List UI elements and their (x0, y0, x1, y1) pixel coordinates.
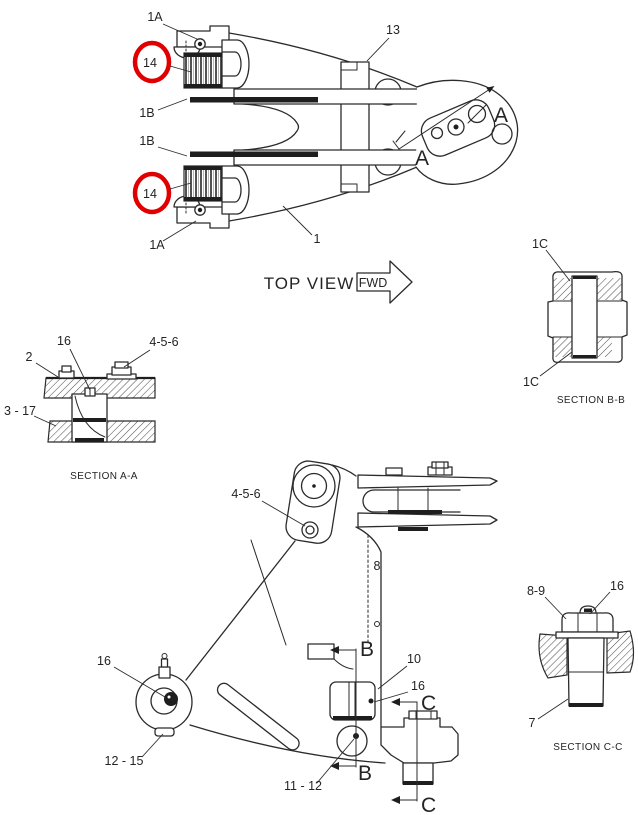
section-line-b-b (330, 646, 357, 770)
callout-1b-lower: 1B (139, 134, 154, 148)
section-cc-drawing (538, 605, 635, 707)
section-bb-caption: SECTION B-B (557, 395, 625, 406)
callout-16-aa: 16 (57, 334, 71, 348)
section-letter-a-left: A (415, 147, 429, 170)
top-view-title-group: TOP VIEW FWD (264, 260, 413, 304)
callout-4-5-6-aa: 4-5-6 (149, 335, 178, 349)
callout-4-5-6-side: 4-5-6 (231, 487, 260, 501)
callout-1a-bottom: 1A (149, 238, 165, 252)
callout-3-17: 3 - 17 (4, 404, 36, 418)
callout-2: 2 (26, 350, 33, 364)
callout-16-cc: 16 (610, 579, 624, 593)
side-view-drawing (135, 460, 498, 804)
callout-8: 8 (374, 559, 381, 573)
highlight-circle-14-bottom (132, 171, 172, 215)
link-plate-10 (329, 681, 376, 721)
fastener-dot-16 (368, 698, 374, 704)
lightening-slot (216, 682, 300, 751)
callout-12-15: 12 - 15 (105, 754, 144, 768)
fwd-arrow-icon (356, 260, 413, 304)
nut (561, 605, 614, 633)
bushing-bore (571, 275, 598, 359)
section-letter-b-top: B (360, 638, 374, 661)
section-bb-callouts: 1C 1C SECTION B-B (523, 237, 625, 406)
callout-1: 1 (314, 232, 321, 246)
callout-10: 10 (407, 652, 421, 666)
side-clevis (357, 461, 498, 531)
side-view-callouts: 4-5-6 8 16 12 - 15 11 - 12 10 16 B B C C (97, 487, 436, 815)
callout-16-side-right: 16 (411, 679, 425, 693)
callout-16-side-left: 16 (97, 654, 111, 668)
callout-1c-top: 1C (532, 237, 548, 251)
grease-fitting (158, 666, 171, 679)
section-letter-a-right: A (494, 104, 508, 127)
section-cc-caption: SECTION C-C (553, 742, 622, 753)
top-view-caption: TOP VIEW (264, 274, 355, 293)
section-line-c-c (391, 698, 418, 804)
section-letter-b-bottom: B (358, 762, 372, 785)
callout-1c-bottom: 1C (523, 375, 539, 389)
bolt-small (58, 365, 75, 379)
top-view-callouts: 1A 14 1B 1B 14 1A 13 1 A A (132, 10, 508, 252)
callout-7: 7 (529, 716, 536, 730)
side-notch-tab (307, 643, 335, 660)
highlight-circle-14-top (132, 40, 172, 84)
fwd-arrow-label: FWD (359, 276, 387, 290)
section-letter-c-bottom: C (421, 794, 436, 815)
section-bb-drawing (547, 270, 628, 364)
callout-13: 13 (386, 23, 400, 37)
arm-head (415, 79, 519, 185)
bottom-bracket (380, 710, 459, 785)
section-aa-callouts: 2 16 4-5-6 3 - 17 SECTION A-A (4, 334, 179, 482)
lower-boss (135, 653, 193, 737)
callout-8-9: 8-9 (527, 584, 545, 598)
top-view-drawing (173, 25, 519, 229)
callout-11-12: 11 - 12 (284, 779, 322, 793)
section-cc-callouts: 8-9 16 7 SECTION C-C (527, 579, 624, 753)
section-line-a-a (392, 86, 495, 150)
callout-1b-upper: 1B (139, 106, 154, 120)
bolt-large (106, 361, 137, 380)
upper-boss (292, 464, 336, 539)
section-letter-c-top: C (421, 692, 436, 715)
spacer-block-13 (340, 61, 370, 193)
section-aa-drawing (43, 361, 156, 443)
section-aa-caption: SECTION A-A (70, 471, 138, 482)
callout-14-top: 14 (143, 56, 157, 70)
callout-14-bottom: 14 (143, 187, 157, 201)
callout-1a-top: 1A (147, 10, 163, 24)
pin-cc (567, 637, 605, 707)
